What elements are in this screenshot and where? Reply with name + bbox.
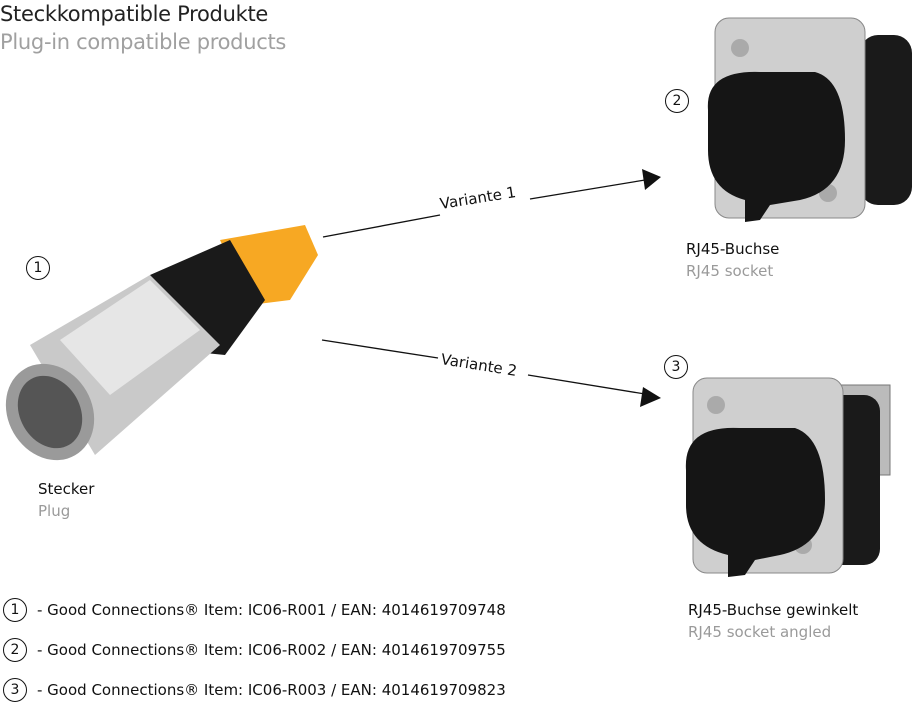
socket-sublabel: RJ45 socket bbox=[686, 262, 774, 280]
socket-number-badge: 2 bbox=[665, 89, 689, 113]
item-number-badge: 3 bbox=[3, 678, 27, 702]
socket-angled-label: RJ45-Buchse gewinkelt bbox=[688, 601, 859, 619]
rj45-socket-angled-image bbox=[685, 377, 891, 577]
item-text: - Good Connections® Item: IC06-R002 / EA… bbox=[37, 641, 506, 659]
plug-sublabel: Plug bbox=[38, 502, 71, 520]
plug-number-badge: 1 bbox=[26, 256, 50, 280]
item-number-badge: 2 bbox=[3, 638, 27, 662]
socket-label: RJ45-Buchse bbox=[686, 240, 780, 258]
item-row: 1 - Good Connections® Item: IC06-R001 / … bbox=[3, 598, 506, 622]
plug-image bbox=[5, 225, 318, 461]
item-number-badge: 1 bbox=[3, 598, 27, 622]
item-text: - Good Connections® Item: IC06-R001 / EA… bbox=[37, 601, 506, 619]
item-text: - Good Connections® Item: IC06-R003 / EA… bbox=[37, 681, 506, 699]
socket-angled-number-badge: 3 bbox=[664, 355, 688, 379]
plug-label: Stecker bbox=[38, 480, 95, 498]
item-row: 2 - Good Connections® Item: IC06-R002 / … bbox=[3, 638, 506, 662]
rj45-socket-image bbox=[707, 17, 912, 223]
arrow-variant-2 bbox=[321, 339, 661, 407]
socket-angled-sublabel: RJ45 socket angled bbox=[688, 623, 832, 641]
arrow-variant-1 bbox=[322, 169, 661, 238]
page-title: Steckkompatible Produkte bbox=[0, 2, 269, 26]
item-row: 3 - Good Connections® Item: IC06-R003 / … bbox=[3, 678, 506, 702]
page-subtitle: Plug-in compatible products bbox=[0, 30, 287, 54]
